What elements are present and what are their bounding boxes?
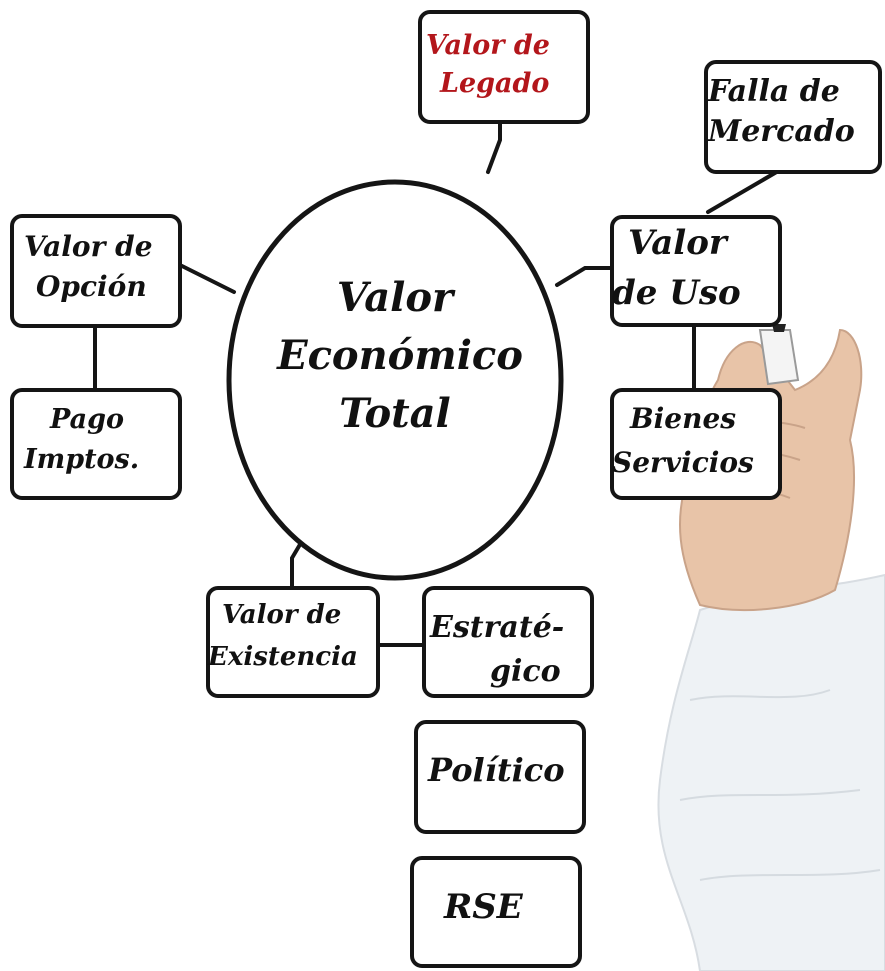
shirt-sleeve-illustration: [657, 573, 885, 971]
center-title-line-1: Valor: [336, 274, 454, 321]
node-box-falla-mercado: [704, 60, 882, 174]
label-pago-1: Pago: [50, 404, 124, 435]
label-legado-1: Valor de: [426, 30, 550, 61]
marker-tip-illustration: [772, 324, 786, 332]
label-pago-2: Imptos.: [24, 444, 140, 475]
label-opcion-1: Valor de: [24, 230, 153, 263]
connector-center-legado: [486, 122, 502, 174]
label-bienes-2: Servicios: [612, 446, 754, 479]
label-opcion-2: Opción: [36, 270, 147, 303]
label-legado-2: Legado: [440, 68, 550, 99]
node-box-politico: [414, 720, 586, 834]
label-falla-2: Mercado: [708, 114, 855, 149]
label-uso-2: de Uso: [612, 273, 741, 313]
label-falla-1: Falla de: [708, 74, 840, 109]
connector-falla-uso: [706, 168, 782, 214]
connector-center-uso: [555, 266, 614, 287]
center-title-line-2: Económico: [277, 332, 523, 379]
label-existencia-1: Valor de: [222, 600, 342, 630]
label-politico: Político: [428, 751, 565, 789]
node-box-rse: [410, 856, 582, 968]
label-estrategico-1: Estraté-: [430, 610, 565, 645]
sleeve-fold-illustration: [679, 689, 881, 881]
label-estrategico-2: gico: [490, 654, 561, 689]
node-box-bienes-servicios: [610, 388, 782, 500]
label-rse: RSE: [444, 887, 523, 927]
node-box-valor-uso: [610, 215, 782, 327]
label-existencia-2: Existencia: [208, 642, 358, 672]
node-box-pago-imptos: [10, 388, 182, 500]
node-box-estrategico: [422, 586, 594, 698]
connector-center-opcion: [180, 264, 236, 294]
label-uso-1: Valor: [628, 223, 727, 263]
central-ellipse: [226, 179, 564, 581]
node-box-valor-legado: [418, 10, 590, 124]
node-box-valor-existencia: [206, 586, 380, 698]
node-box-valor-opcion: [10, 214, 182, 328]
label-bienes-1: Bienes: [630, 402, 737, 435]
center-title-line-3: Total: [339, 390, 451, 437]
